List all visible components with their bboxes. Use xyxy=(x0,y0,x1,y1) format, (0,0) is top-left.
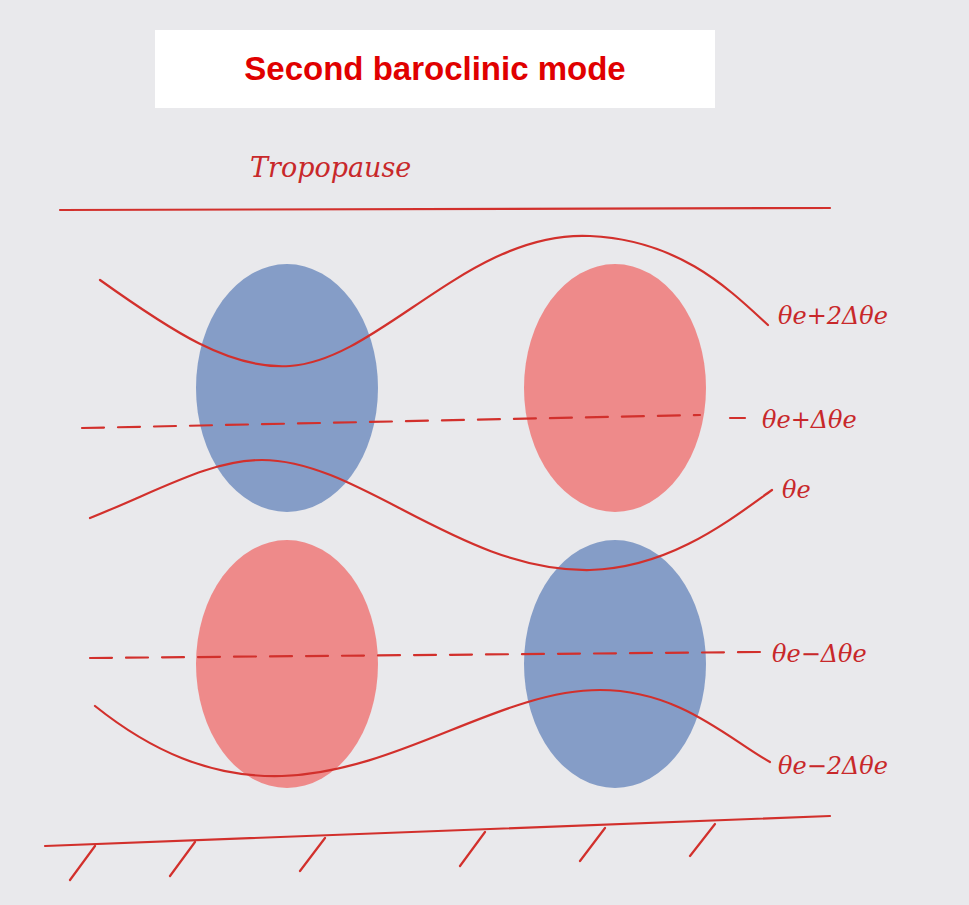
tropopause-label: Tropopause xyxy=(250,153,411,183)
isentrope-label: θe−Δθe xyxy=(772,641,867,667)
isentrope-label: θe+Δθe xyxy=(762,407,857,433)
diagram-title: Second baroclinic mode xyxy=(244,50,625,88)
cold-anomaly xyxy=(524,540,706,788)
isentrope-label: θe−2Δθe xyxy=(778,753,888,779)
isentrope xyxy=(90,460,772,570)
isentrope-label: θe+2Δθe xyxy=(778,303,888,329)
cold-anomaly xyxy=(196,264,378,512)
isentrope-dashed xyxy=(82,415,700,428)
isentrope-dashed xyxy=(730,417,745,419)
title-box: Second baroclinic mode xyxy=(155,30,715,108)
warm-anomaly xyxy=(524,264,706,512)
warm-anomaly xyxy=(196,540,378,788)
isentrope-label: θe xyxy=(782,477,811,503)
isentrope xyxy=(100,236,768,366)
isentrope xyxy=(95,690,770,776)
tropopause-line xyxy=(60,208,830,210)
ground-line xyxy=(45,816,830,846)
ground-hatch xyxy=(70,824,715,880)
isentrope-dashed xyxy=(90,652,760,658)
